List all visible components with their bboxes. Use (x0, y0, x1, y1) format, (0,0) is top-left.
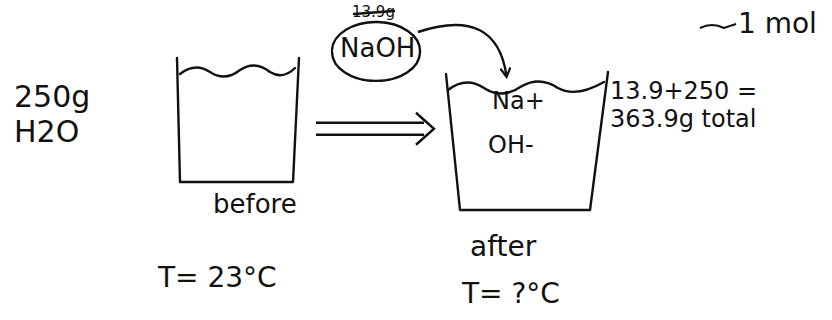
temperature-label: T= ?°C (462, 278, 662, 310)
circle-outline (332, 22, 420, 81)
arrow-shaft (316, 134, 424, 136)
temperature-label: T= 23°C (158, 262, 358, 294)
state-heading: before (213, 190, 297, 219)
liquid-surface (180, 65, 295, 76)
ion-label: Na+ (492, 88, 545, 114)
connector-arrow (316, 113, 434, 145)
arrow-shaft (316, 122, 424, 124)
beaker-wall (177, 58, 299, 182)
note-text: 1 mol (738, 8, 828, 40)
ion-label: OH- (488, 132, 534, 158)
state-heading: after (470, 232, 536, 263)
beaker-after: Na+ OH-after (440, 70, 615, 270)
arrow-head (416, 113, 434, 145)
connector-arrow (418, 25, 507, 76)
beaker-before: before (165, 50, 310, 225)
formula-label: NaOH (340, 34, 415, 63)
mass-sum: 13.9+250 = 363.9g total (610, 78, 795, 133)
sample-label: 250g H2O (14, 80, 104, 149)
arrow-curve (418, 25, 507, 76)
beaker-wall (446, 72, 608, 210)
scribble-mark (700, 24, 736, 28)
reagent-circle: 13.9gNaOH (328, 2, 424, 82)
mass-note: 13.9g (352, 4, 395, 21)
